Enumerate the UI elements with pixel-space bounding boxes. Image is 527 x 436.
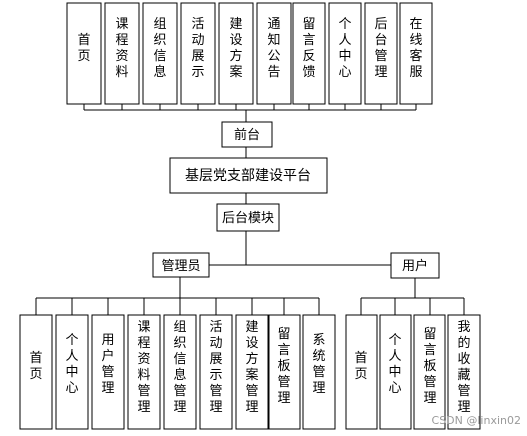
frontend-module: 个人中心 [328,2,362,105]
admin-module: 活动展示管理 [199,314,233,430]
frontend-module: 组织信息 [142,2,178,105]
user-module: 留言板管理 [413,314,446,430]
user-module: 首页 [345,314,378,430]
admin-module-label: 建设方案管理 [245,320,258,415]
admin-module: 用户管理 [91,314,125,430]
frontend-module-label: 课程资料 [115,17,128,80]
user-node-label: 用户 [402,258,428,274]
admin-module-label: 个人中心 [65,333,78,396]
backend-node-label: 后台模块 [222,211,274,226]
admin-module-label: 组织信息管理 [173,320,186,415]
frontend-module: 课程资料 [104,2,140,105]
user-module-label: 我的收藏管理 [457,320,470,415]
frontend-module: 建设方案 [218,2,254,105]
frontend-module: 后台管理 [364,2,398,105]
frontend-module-label: 在线客服 [409,17,422,80]
user-module-label: 首页 [354,351,367,382]
admin-module-label: 留言板管理 [277,327,290,406]
user-module: 我的收藏管理 [447,314,481,430]
frontend-module: 在线客服 [399,2,433,105]
admin-module-label: 系统管理 [312,333,325,396]
frontend-node: 前台 [221,121,273,148]
user-modules: 首页 个人中心 留言板管理 我的收藏管理 [345,314,481,430]
frontend-module-label: 建设方案 [229,17,242,80]
admin-module-label: 首页 [29,351,42,382]
admin-modules: 首页 个人中心 用户管理 课程资料管理 组织信息管理 活动展示管理 建设方案管理 [19,314,336,430]
admin-module: 系统管理 [302,314,336,430]
frontend-module-label: 后台管理 [374,17,387,80]
frontend-modules: 首页 课程资料 组织信息 活动展示 建设方案 通知公告 留言反馈 个人中心 [66,2,433,105]
admin-module: 课程资料管理 [127,314,161,430]
admin-module: 留言板管理 [268,314,301,430]
connector-lines [35,104,465,315]
backend-node: 后台模块 [216,203,280,232]
platform-title: 基层党支部建设平台 [185,167,311,184]
admin-module: 个人中心 [55,314,89,430]
frontend-module: 留言反馈 [292,2,326,105]
watermark: CSDN @linxin02 [432,414,521,427]
frontend-node-label: 前台 [234,127,260,143]
admin-module: 首页 [19,314,53,430]
frontend-module-label: 通知公告 [267,17,280,80]
admin-module: 组织信息管理 [163,314,197,430]
admin-node: 管理员 [152,252,210,278]
frontend-module-label: 首页 [77,33,90,64]
frontend-module-label: 组织信息 [153,17,166,80]
frontend-module: 通知公告 [256,2,292,105]
admin-module-label: 活动展示管理 [209,320,222,415]
frontend-module: 首页 [66,2,102,105]
user-module: 个人中心 [379,314,412,430]
frontend-module-label: 留言反馈 [302,17,315,80]
frontend-module: 活动展示 [180,2,216,105]
user-module-label: 留言板管理 [423,327,436,406]
admin-module-label: 用户管理 [101,333,114,396]
user-node: 用户 [390,252,440,279]
admin-module: 建设方案管理 [235,314,269,430]
user-module-label: 个人中心 [388,333,401,396]
admin-module-label: 课程资料管理 [137,320,150,415]
frontend-module-label: 活动展示 [191,17,204,80]
frontend-module-label: 个人中心 [338,17,351,80]
platform-node: 基层党支部建设平台 [169,157,328,194]
admin-node-label: 管理员 [161,259,200,274]
